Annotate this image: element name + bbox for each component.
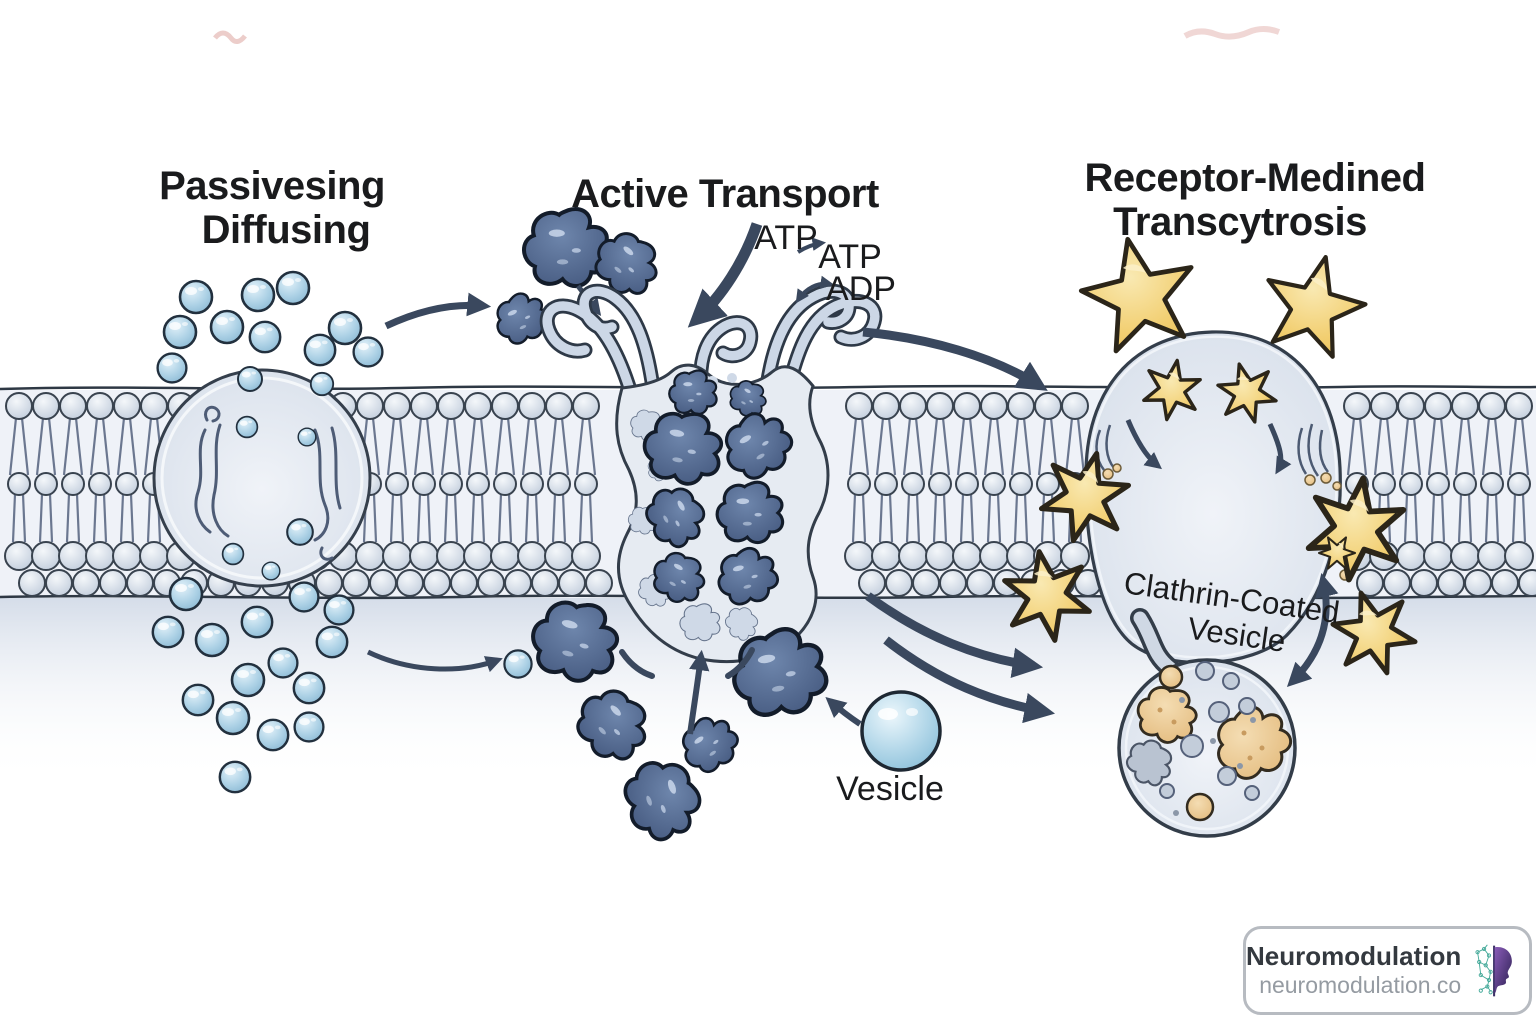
active-transport-section <box>488 209 883 847</box>
receptor-fragments <box>1102 463 1357 581</box>
arrow-recycle <box>1286 573 1339 688</box>
arrow-atp-small <box>796 237 827 254</box>
watermark-badge: Neuromodulation neuromodulation.co <box>1243 926 1532 1015</box>
diffusion-molecule <box>503 649 533 679</box>
clathrin-vesicle-contents <box>1118 661 1301 822</box>
labels-layer: Passivesing Diffusing Active Transport A… <box>159 156 1426 808</box>
free-vesicle <box>825 690 942 772</box>
passive-title-line2: Diffusing <box>202 208 371 252</box>
arrow-pit-left <box>1125 419 1162 470</box>
arrow-pit-right <box>1267 422 1292 475</box>
badge-brand: Neuromodulation <box>1246 941 1462 972</box>
receptor-squiggles <box>1095 423 1330 477</box>
arrow-release-up <box>687 649 710 735</box>
vesicle-highlight <box>906 708 918 716</box>
atp-label-2: ATP <box>818 238 882 276</box>
adp-label: ADP <box>826 270 896 308</box>
badge-domain: neuromodulation.co <box>1259 972 1462 999</box>
arrow-adp-cycle <box>795 275 835 304</box>
arrow-diffusion-top <box>384 292 492 330</box>
arrow-diffusion-bottom <box>366 649 503 673</box>
badge-text: Neuromodulation neuromodulation.co <box>1246 941 1462 999</box>
passive-title-line1: Passivesing <box>159 164 385 208</box>
passive-diffusion-section <box>151 270 533 794</box>
artifact-mark <box>1183 26 1281 40</box>
vesicle-sphere <box>860 690 942 772</box>
artifact-mark <box>213 30 247 44</box>
active-title: Active Transport <box>571 172 879 216</box>
face-profile-icon <box>1494 946 1513 993</box>
neuromodulation-logo <box>1475 944 1513 996</box>
release-arcs <box>619 647 755 679</box>
transcytosis-section <box>1001 228 1422 838</box>
arrow-vesicle <box>825 696 862 727</box>
protein-texture <box>194 405 342 561</box>
vesicle-highlight <box>878 708 898 720</box>
vesicle-neck <box>1133 611 1177 675</box>
logo-divider <box>1493 945 1496 996</box>
neural-network-icon <box>1475 944 1493 994</box>
arrow-to-vesicle-2 <box>883 636 1056 724</box>
receptor-title-line1: Receptor-Medined <box>1085 156 1426 200</box>
receptor-title-line2: Transcytrosis <box>1113 200 1367 244</box>
arrow-to-vesicle-1 <box>865 592 1044 678</box>
arrow-atp-in <box>687 222 763 328</box>
arrow-to-pit <box>862 327 1048 391</box>
vesicle-label: Vesicle <box>836 770 944 808</box>
atp-label-1: ATP <box>754 219 818 257</box>
